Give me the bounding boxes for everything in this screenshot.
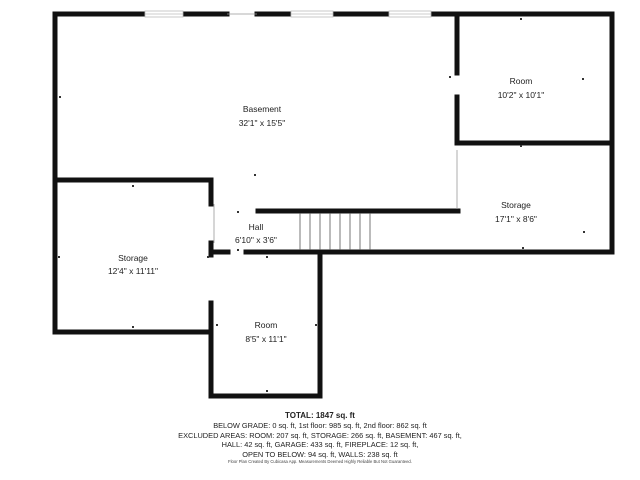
dimension-markers	[58, 18, 585, 392]
window	[290, 10, 334, 18]
wall-left-outline	[52, 11, 214, 335]
room-dims-hall: 6'10" x 3'6"	[235, 235, 277, 245]
window	[144, 10, 184, 18]
room-dims-lower: 8'5" x 11'1"	[245, 334, 286, 344]
staircase	[299, 213, 371, 250]
disclaimer-footer: Floor Plan Created By Cubicasa App. Meas…	[228, 459, 412, 465]
room-dims-basement: 32'1" x 15'5"	[239, 118, 286, 128]
room-dims-storage-left: 12'4" x 11'11"	[108, 266, 158, 276]
windows	[144, 10, 432, 18]
summary-line-hall-garage: HALL: 42 sq. ft, GARAGE: 433 sq. ft, FIR…	[221, 440, 419, 450]
summary-line-grade: BELOW GRADE: 0 sq. ft, 1st floor: 985 sq…	[213, 421, 427, 430]
total-value: 1847 sq. ft	[315, 411, 355, 420]
wall-storage-left-top	[52, 177, 214, 207]
room-dims-storage-right: 17'1" x 8'6"	[495, 214, 537, 224]
summary-line-open-walls: OPEN TO BELOW: 94 sq. ft, WALLS: 238 sq.…	[242, 449, 398, 459]
room-dims-upper-right: 10'2" x 10'1"	[498, 90, 545, 100]
room-name-basement: Basement	[243, 104, 282, 114]
room-name-storage-right: Storage	[501, 200, 531, 210]
room-name-upper-right: Room	[510, 76, 533, 86]
total-area: TOTAL: 1847 sq. ft	[0, 411, 640, 421]
walls	[52, 11, 615, 399]
area-summary: TOTAL: 1847 sq. ft BELOW GRADE: 0 sq. ft…	[0, 411, 640, 465]
window	[388, 10, 432, 18]
summary-line-excluded: EXCLUDED AREAS: ROOM: 207 sq. ft, STORAG…	[178, 430, 462, 440]
room-name-storage-left: Storage	[118, 253, 148, 263]
room-name-lower: Room	[255, 320, 278, 330]
total-label: TOTAL:	[285, 411, 314, 420]
openings	[213, 13, 458, 243]
room-name-hall: Hall	[249, 222, 264, 232]
